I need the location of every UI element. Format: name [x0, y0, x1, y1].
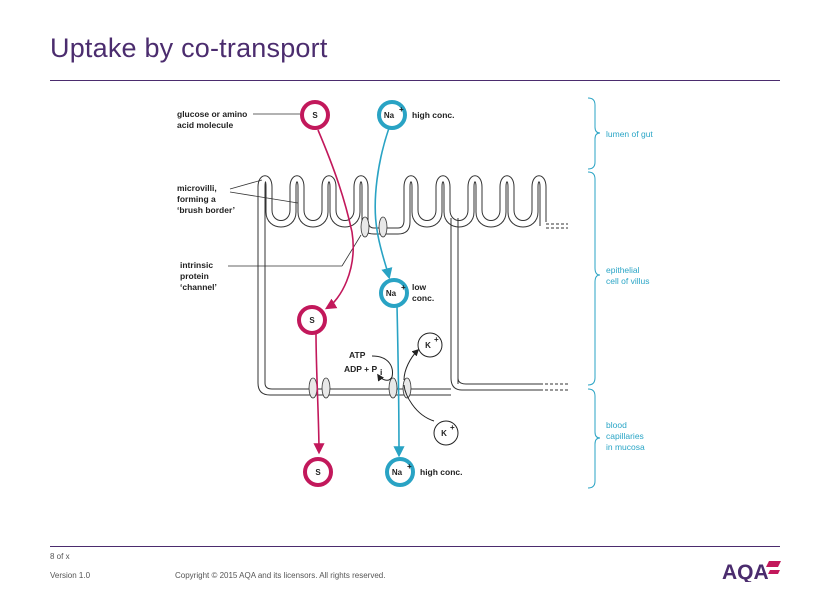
right-cell-membrane-inner [386, 181, 541, 235]
sodium-ion-lumen: Na + [377, 100, 407, 130]
atp-hydrolysis-arrow [371, 355, 393, 382]
label-protein-line3: ‘channel’ [180, 282, 217, 292]
label-adp-subscript: i [380, 367, 382, 377]
slide-title: Uptake by co-transport [50, 33, 328, 63]
svg-text:+: + [450, 423, 455, 432]
basal-channel-3 [388, 377, 398, 399]
label-high-conc-top: high conc. [412, 110, 455, 120]
label-adp: ADP + P [344, 364, 377, 374]
label-lumen: lumen of gut [606, 129, 653, 139]
basal-channel-4 [402, 377, 412, 399]
left-cell-membrane-inner [264, 181, 386, 383]
label-epithelial-line2: cell of villus [606, 276, 649, 286]
svg-text:+: + [401, 283, 406, 292]
label-microvilli-line1: microvilli, [177, 183, 217, 193]
potassium-ion-cell: K + [417, 332, 443, 358]
basal-channel-2 [321, 377, 331, 399]
apical-channel-left [360, 216, 370, 238]
label-blood-line2: capillaries [606, 431, 644, 441]
right-cell-membrane [386, 175, 547, 229]
page-number: 8 of x [50, 552, 70, 561]
label-blood-line1: blood [606, 420, 627, 430]
sodium-ion-cell: Na + [379, 278, 409, 308]
svg-text:Na: Na [392, 468, 403, 477]
glucose-path-basal [313, 332, 325, 455]
version-label: Version 1.0 [50, 571, 91, 580]
svg-text:S: S [315, 468, 321, 477]
svg-text:K: K [425, 341, 431, 350]
label-atp: ATP [349, 350, 366, 360]
label-protein-line1: intrinsic [180, 260, 213, 270]
basal-membrane [257, 382, 451, 396]
svg-text:S: S [309, 316, 315, 325]
aqa-logo: AQA [722, 561, 781, 582]
label-glucose-line1: glucose or amino [177, 109, 247, 119]
bracket-lumen [587, 97, 601, 170]
copyright-notice: Copyright © 2015 AQA and its licensors. … [175, 571, 386, 580]
left-cell-membrane [257, 175, 386, 383]
sodium-path-basal [393, 305, 405, 458]
svg-text:AQA: AQA [722, 561, 769, 582]
potassium-path-out [403, 348, 420, 381]
svg-text:Na: Na [384, 111, 395, 120]
bracket-blood [587, 388, 601, 489]
glucose-molecule-cell: S [297, 305, 327, 335]
basal-channel-1 [308, 377, 318, 399]
glucose-molecule-blood: S [303, 457, 333, 487]
label-microvilli-line3: ‘brush border’ [177, 205, 235, 215]
label-epithelial-line1: epithelial [606, 265, 640, 275]
potassium-ion-blood: K + [433, 420, 459, 446]
label-glucose-line2: acid molecule [177, 120, 233, 130]
potassium-path-in [403, 384, 435, 422]
label-low-conc-line1: low [412, 282, 427, 292]
bracket-epithelial [587, 171, 601, 386]
label-high-conc-bottom: high conc. [420, 467, 463, 477]
footer-divider [50, 546, 780, 547]
label-microvilli-line2: forming a [177, 194, 216, 204]
sodium-path-apical [374, 127, 393, 280]
glucose-path-apical [317, 129, 354, 310]
label-blood-line3: in mucosa [606, 442, 645, 452]
svg-text:+: + [399, 105, 404, 114]
title-divider [50, 80, 780, 81]
glucose-molecule-lumen: S [300, 100, 330, 130]
label-low-conc-line2: conc. [412, 293, 434, 303]
svg-text:+: + [434, 335, 439, 344]
svg-text:+: + [407, 462, 412, 471]
svg-text:Na: Na [386, 289, 397, 298]
sodium-ion-blood: Na + [385, 457, 415, 487]
label-protein-line2: protein [180, 271, 209, 281]
apical-channel-right [378, 216, 388, 238]
svg-text:K: K [441, 429, 447, 438]
svg-text:S: S [312, 111, 318, 120]
